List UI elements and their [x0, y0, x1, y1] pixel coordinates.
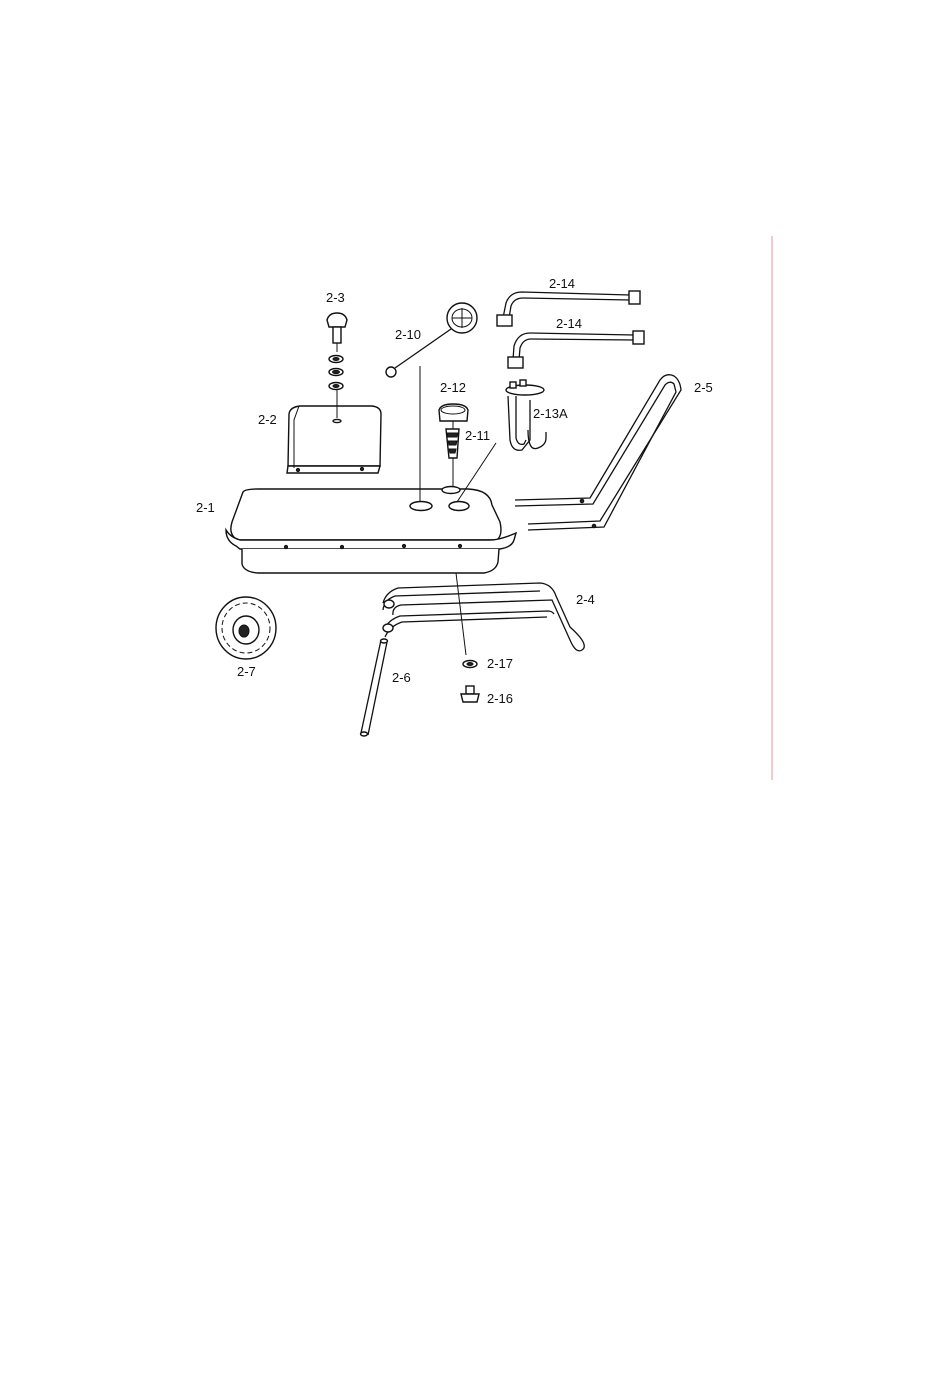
cover-box: [287, 406, 381, 473]
label-2-17: 2-17: [487, 656, 513, 671]
label-2-2: 2-2: [258, 412, 277, 427]
label-2-10: 2-10: [395, 327, 421, 342]
label-2-14-upper: 2-14: [549, 276, 575, 291]
label-2-1: 2-1: [196, 500, 215, 515]
fuel-line-lower: [508, 331, 644, 368]
bolt-and-washers: [327, 313, 347, 418]
filler-cap-and-filter: [439, 404, 496, 502]
label-2-12: 2-12: [440, 380, 466, 395]
label-2-16: 2-16: [487, 691, 513, 706]
label-2-6: 2-6: [392, 670, 411, 685]
label-2-14-lower: 2-14: [556, 316, 582, 331]
wheel: [216, 597, 276, 659]
label-2-4: 2-4: [576, 592, 595, 607]
axle: [361, 639, 388, 736]
fuel-tank: [226, 489, 516, 573]
drain-plug-and-washer: [456, 573, 479, 702]
label-2-5: 2-5: [694, 380, 713, 395]
label-2-7: 2-7: [237, 664, 256, 679]
handle: [515, 375, 681, 530]
frame: [383, 583, 584, 651]
label-2-3: 2-3: [326, 290, 345, 305]
label-2-11: 2-11: [465, 428, 490, 443]
label-2-13a: 2-13A: [533, 406, 568, 421]
